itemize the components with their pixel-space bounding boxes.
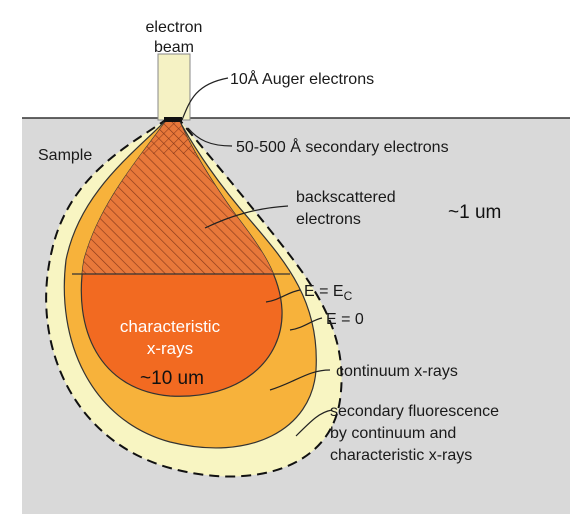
- leader-continuum: [269, 369, 331, 391]
- label-characteristic-2: x-rays: [147, 339, 193, 358]
- leader-secondary: [187, 127, 233, 147]
- label-fluorescence-3: characteristic x-rays: [330, 447, 472, 464]
- label-size-1um: ~1 um: [448, 202, 501, 223]
- leader-backscattered: [204, 205, 289, 229]
- leader-ec: [265, 289, 301, 303]
- label-characteristic-1: characteristic: [120, 317, 221, 336]
- auger-layer: [164, 117, 182, 122]
- label-continuum-xrays: continuum x-rays: [336, 363, 458, 380]
- label-fluorescence-1: secondary fluorescence: [330, 403, 499, 420]
- label-electron-beam-2: beam: [154, 39, 194, 56]
- label-backscattered-1: backscattered: [296, 189, 396, 206]
- label-sample: Sample: [38, 147, 92, 164]
- label-auger-electrons: 10Å Auger electrons: [230, 69, 374, 88]
- leader-fluorescence: [295, 409, 333, 437]
- label-secondary-electrons: 50-500 Å secondary electrons: [236, 137, 449, 156]
- leader-e0: [289, 317, 323, 331]
- label-electron-beam-1: electron: [146, 19, 203, 36]
- label-e-equals-ec: E = EC: [304, 283, 353, 303]
- label-size-10um: ~10 um: [140, 368, 204, 389]
- label-backscattered-2: electrons: [296, 211, 361, 228]
- secondary-electron-zone: [141, 118, 197, 154]
- label-e-equals-zero: E = 0: [326, 311, 364, 328]
- electron-beam: [157, 53, 191, 121]
- leader-auger: [181, 77, 229, 121]
- label-fluorescence-2: by continuum and: [330, 425, 456, 442]
- e-zero-boundary: [45, 117, 343, 478]
